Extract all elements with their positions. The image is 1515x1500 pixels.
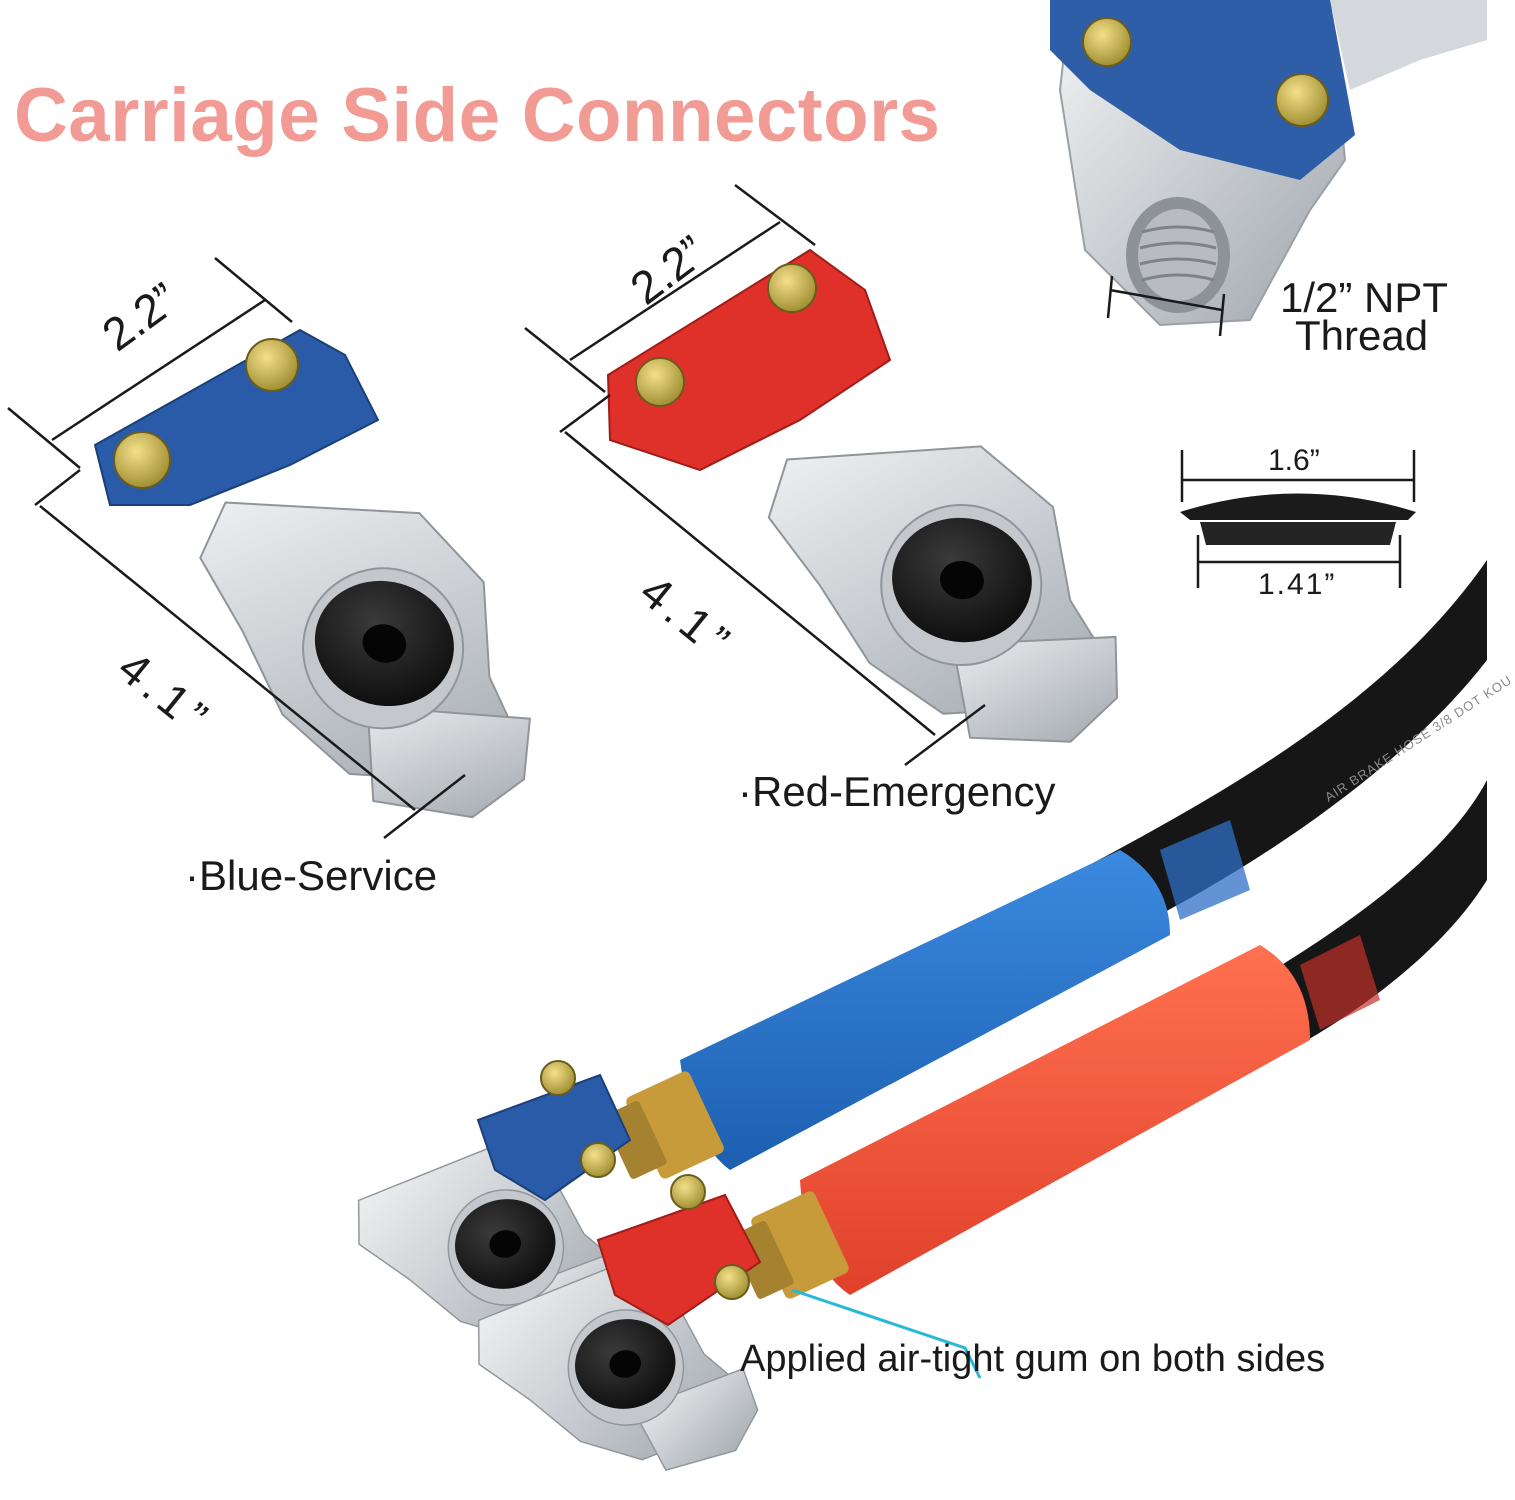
red-emergency-label: ·Red-Emergency xyxy=(738,768,1056,815)
page-title: Carriage Side Connectors xyxy=(14,73,941,158)
gum-note: Applied air-tight gum on both sides xyxy=(740,1338,1326,1380)
blue-service-label: ·Blue-Service xyxy=(185,852,438,899)
seal-diagram xyxy=(1180,450,1416,588)
blue-service-connector xyxy=(93,328,585,839)
assembled-blue-connector xyxy=(345,1060,646,1380)
seal-inner-diameter: 1.41” xyxy=(1258,568,1337,601)
air-hoses xyxy=(1080,560,1487,1050)
npt-thread-word: Thread xyxy=(1295,312,1429,359)
seal-outer-diameter: 1.6” xyxy=(1268,444,1320,477)
gum-pointer-line xyxy=(791,1288,982,1379)
red-emergency-connector xyxy=(606,248,1151,759)
red-dimension-lines xyxy=(524,184,986,766)
assembled-red-connector xyxy=(465,1174,766,1500)
npt-thread-closeup xyxy=(1050,0,1487,337)
blue-dimension-lines xyxy=(7,257,466,839)
npt-thread-size: 1/2” NPT xyxy=(1280,274,1449,321)
